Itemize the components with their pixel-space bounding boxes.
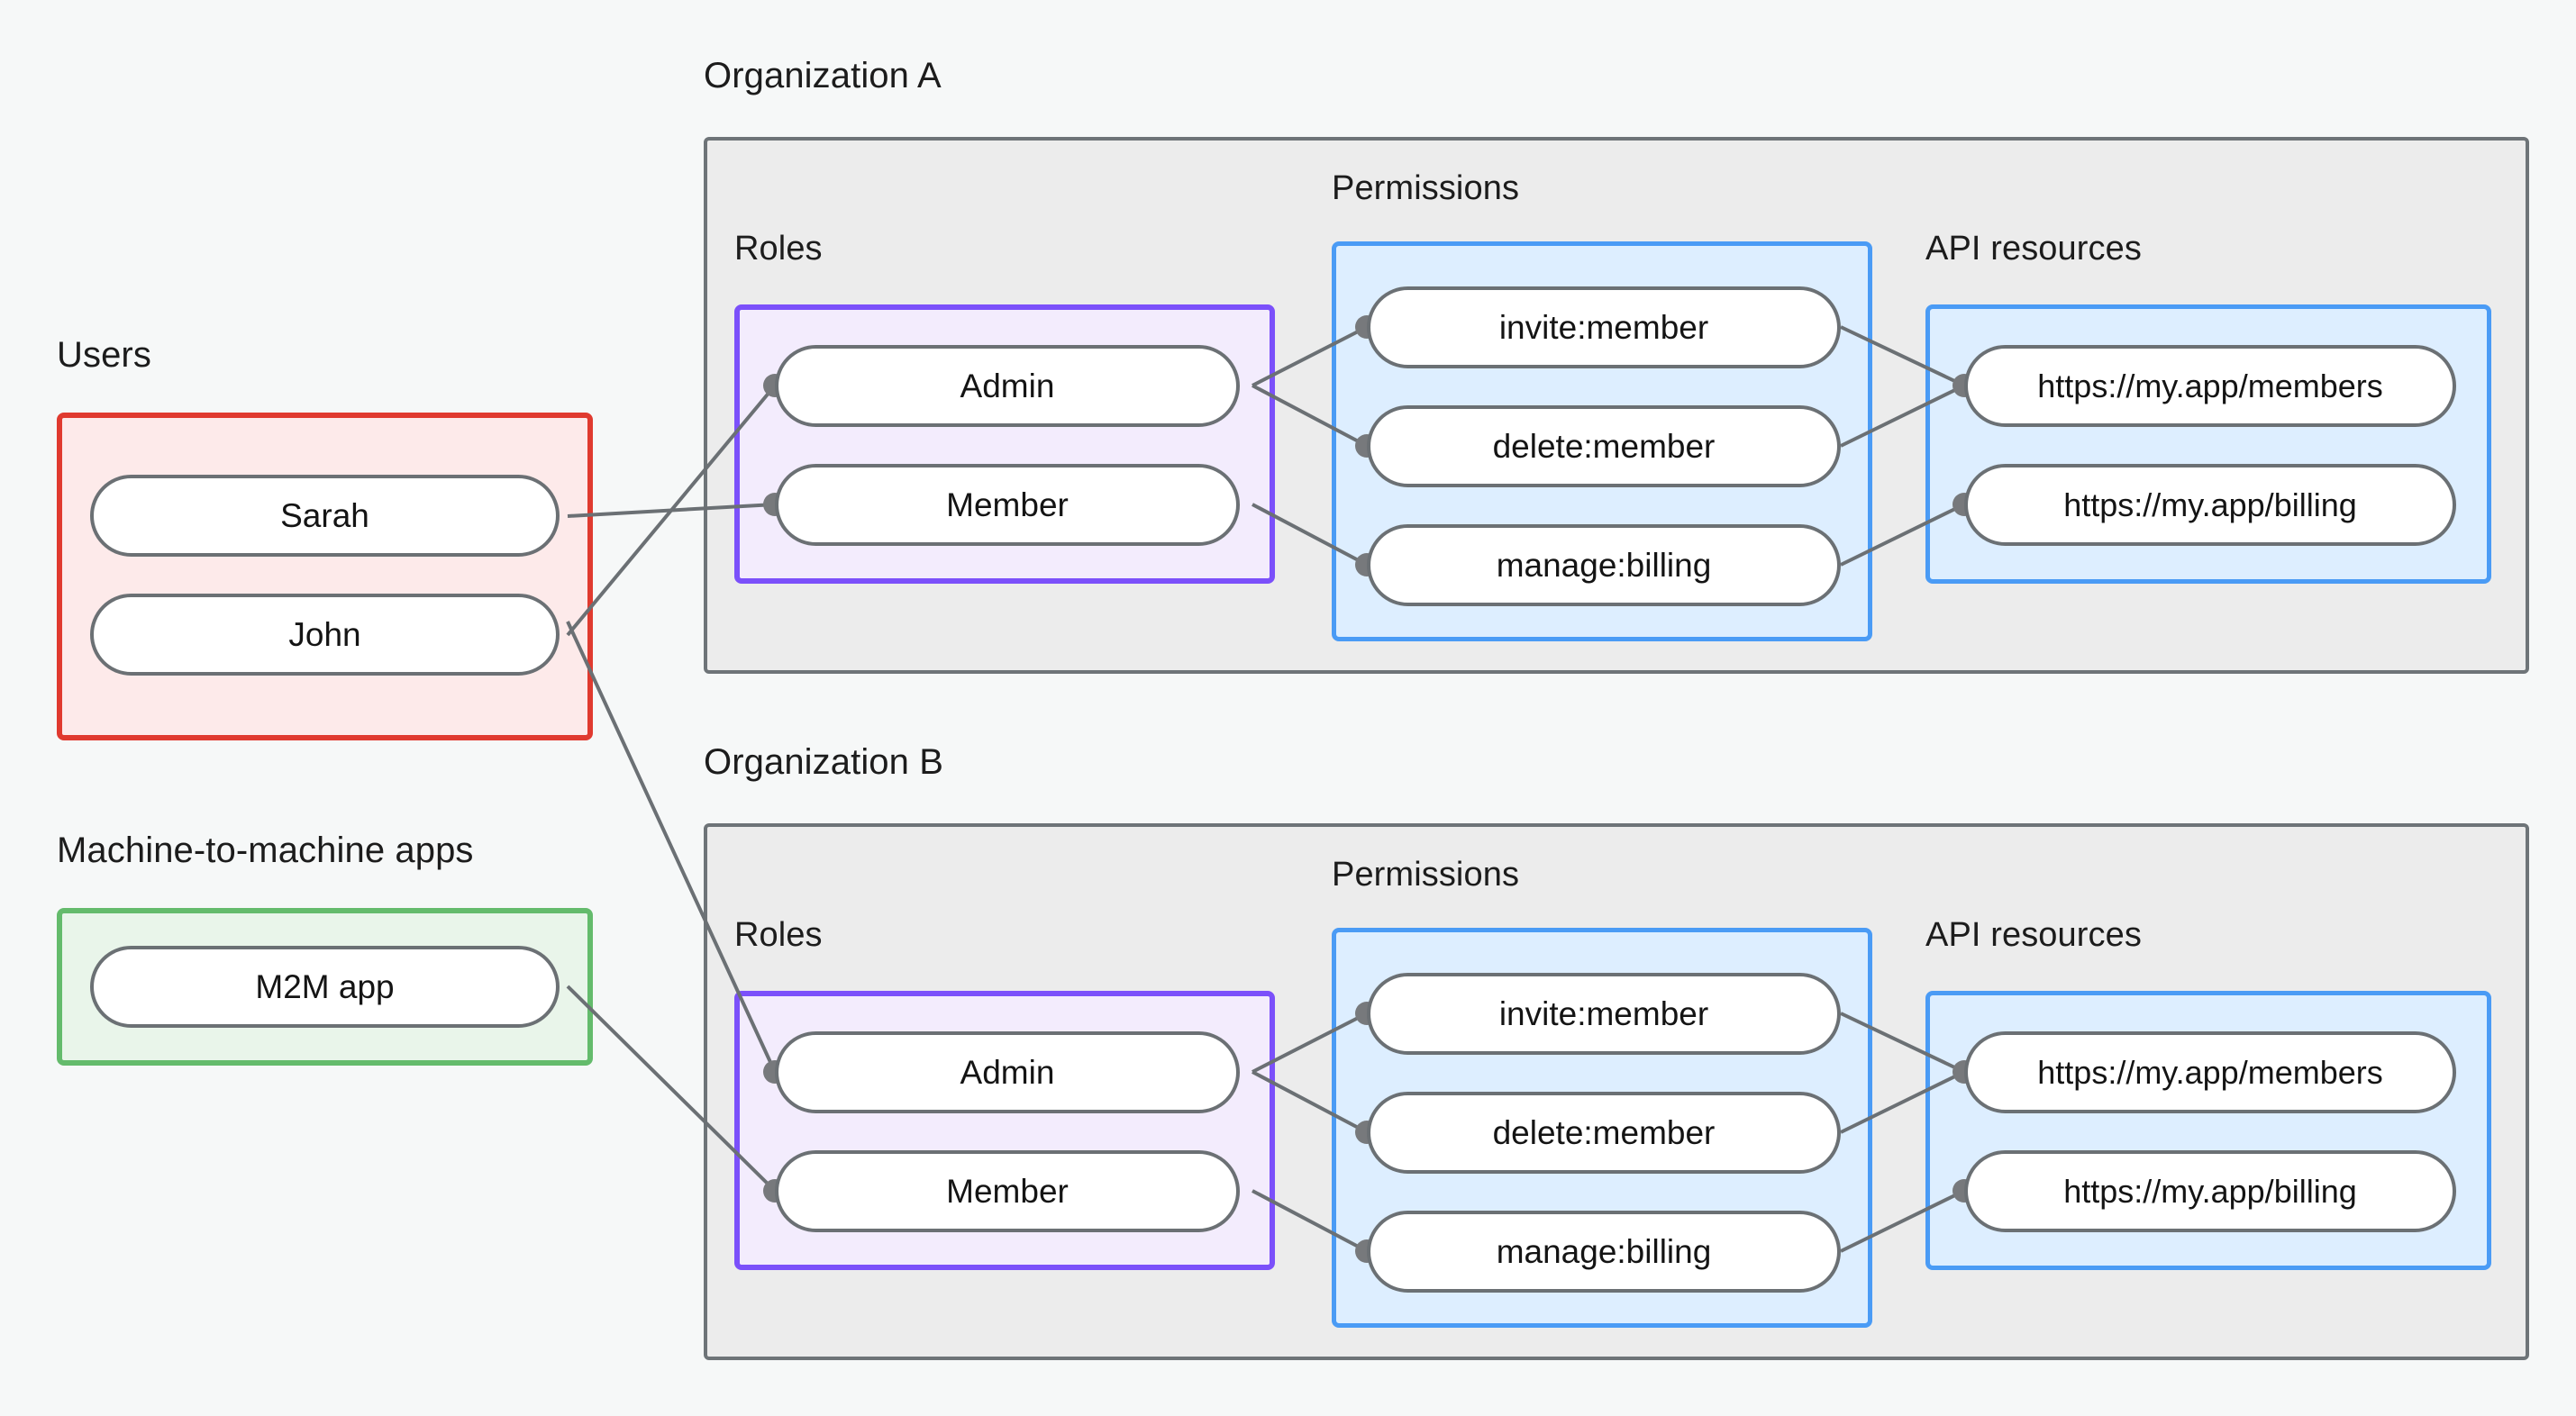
user-node-sarah-label: Sarah xyxy=(280,496,369,534)
org-a-api-resource-node-billing[interactable]: https://my.app/billing xyxy=(1964,464,2456,546)
org-a-api-resource-node-members[interactable]: https://my.app/members xyxy=(1964,345,2456,427)
org-b-permission-delete-label: delete:member xyxy=(1492,1113,1716,1151)
org-b-api-resources-label: API resources xyxy=(1925,916,2142,954)
org-a-permission-node-invite-member[interactable]: invite:member xyxy=(1367,286,1841,368)
org-b-api-resource-members-label: https://my.app/members xyxy=(2037,1053,2383,1091)
org-a-role-node-member[interactable]: Member xyxy=(775,464,1240,546)
org-a-permission-billing-label: manage:billing xyxy=(1496,546,1712,584)
org-b-permissions-label: Permissions xyxy=(1332,856,1520,894)
org-b-role-node-member[interactable]: Member xyxy=(775,1150,1240,1232)
users-group-label: Users xyxy=(57,335,151,375)
org-b-roles-label: Roles xyxy=(734,916,823,954)
user-node-john-label: John xyxy=(288,615,361,653)
org-a-permission-invite-label: invite:member xyxy=(1498,308,1709,346)
org-a-api-resource-billing-label: https://my.app/billing xyxy=(2063,486,2357,523)
org-b-label: Organization B xyxy=(704,742,943,782)
org-a-label: Organization A xyxy=(704,56,942,95)
m2m-node-app-label: M2M app xyxy=(255,967,395,1005)
org-a-permission-node-delete-member[interactable]: delete:member xyxy=(1367,405,1841,487)
m2m-group-label: Machine-to-machine apps xyxy=(57,831,474,870)
users-container xyxy=(57,413,593,740)
org-a-permission-node-manage-billing[interactable]: manage:billing xyxy=(1367,524,1841,606)
org-b-api-resource-node-members[interactable]: https://my.app/members xyxy=(1964,1031,2456,1113)
org-b-role-admin-label: Admin xyxy=(960,1053,1055,1091)
org-b-permission-node-delete-member[interactable]: delete:member xyxy=(1367,1092,1841,1174)
org-b-permission-invite-label: invite:member xyxy=(1498,994,1709,1032)
org-a-roles-label: Roles xyxy=(734,230,823,268)
org-a-api-resources-label: API resources xyxy=(1925,230,2142,268)
org-b-role-node-admin[interactable]: Admin xyxy=(775,1031,1240,1113)
org-b-permission-node-invite-member[interactable]: invite:member xyxy=(1367,973,1841,1055)
org-a-permission-delete-label: delete:member xyxy=(1492,427,1716,465)
org-b-permission-billing-label: manage:billing xyxy=(1496,1232,1712,1270)
user-node-john[interactable]: John xyxy=(90,594,560,676)
org-b-permission-node-manage-billing[interactable]: manage:billing xyxy=(1367,1211,1841,1293)
org-a-permissions-label: Permissions xyxy=(1332,169,1520,207)
org-b-api-resource-node-billing[interactable]: https://my.app/billing xyxy=(1964,1150,2456,1232)
org-b-api-resource-billing-label: https://my.app/billing xyxy=(2063,1172,2357,1210)
org-b-role-member-label: Member xyxy=(946,1172,1069,1210)
org-a-role-node-admin[interactable]: Admin xyxy=(775,345,1240,427)
org-a-role-admin-label: Admin xyxy=(960,367,1055,404)
org-a-role-member-label: Member xyxy=(946,486,1069,523)
org-a-api-resource-members-label: https://my.app/members xyxy=(2037,367,2383,404)
user-node-sarah[interactable]: Sarah xyxy=(90,475,560,557)
m2m-node-app[interactable]: M2M app xyxy=(90,946,560,1028)
